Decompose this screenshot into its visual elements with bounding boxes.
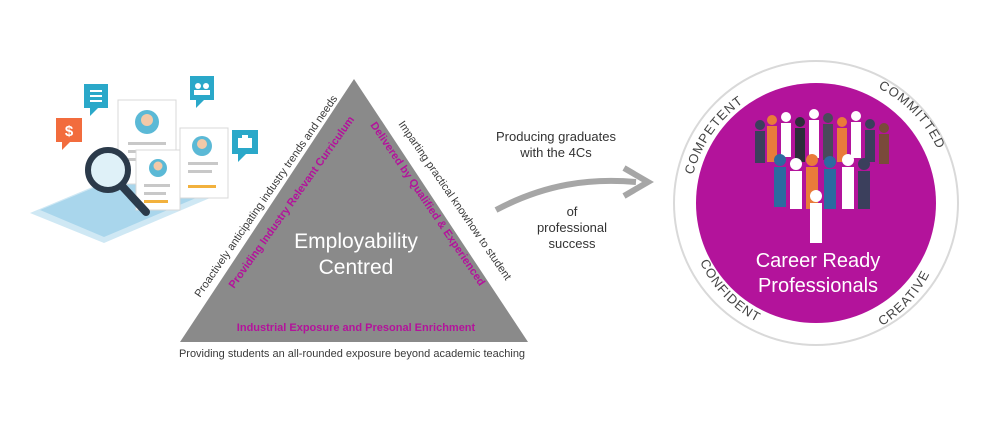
arrow-caption-bottom-1: of (567, 204, 578, 219)
briefcase-icon (232, 130, 258, 162)
person-figure (810, 190, 822, 243)
person-figure (767, 115, 777, 162)
triangle-title-line1: Employability (294, 230, 418, 253)
person-figure (781, 112, 791, 157)
base-outer-caption: Providing students an all-rounded exposu… (179, 348, 525, 360)
recruitment-illustration: $ (30, 76, 258, 243)
person-figure (823, 113, 833, 160)
person-figure (837, 117, 847, 162)
base-inner-caption: Industrial Exposure and Presonal Enrichm… (237, 322, 476, 334)
arrow-caption-bottom-2: professional (537, 220, 607, 235)
employability-triangle (180, 79, 528, 342)
person-figure (865, 119, 875, 162)
person-figure (842, 154, 854, 209)
career-title-line1: Career Ready (756, 250, 881, 272)
people-icon (190, 76, 214, 108)
arrow-head (622, 165, 654, 199)
resume-card (179, 127, 229, 199)
person-figure (774, 154, 786, 207)
svg-text:$: $ (65, 123, 74, 140)
person-figure (851, 111, 861, 158)
arrow-caption-top-2: with the 4Cs (519, 145, 592, 160)
person-figure (858, 158, 870, 209)
arrow-caption-top-1: Producing graduates (496, 129, 616, 144)
magnifier-icon (85, 147, 150, 216)
triangle-title-line2: Centred (319, 256, 394, 279)
person-figure (795, 117, 805, 162)
person-figure (879, 123, 889, 164)
progress-arrow (494, 177, 637, 213)
person-figure (809, 109, 819, 158)
arrow-caption-bottom-3: success (549, 236, 596, 251)
person-figure (790, 158, 802, 209)
person-figure (755, 120, 765, 163)
document-icon (84, 84, 108, 116)
dollar-icon: $ (56, 118, 82, 150)
career-title-line2: Professionals (758, 275, 878, 297)
resume-card (135, 149, 181, 211)
professionals-crowd (755, 109, 889, 243)
person-figure (824, 156, 836, 209)
